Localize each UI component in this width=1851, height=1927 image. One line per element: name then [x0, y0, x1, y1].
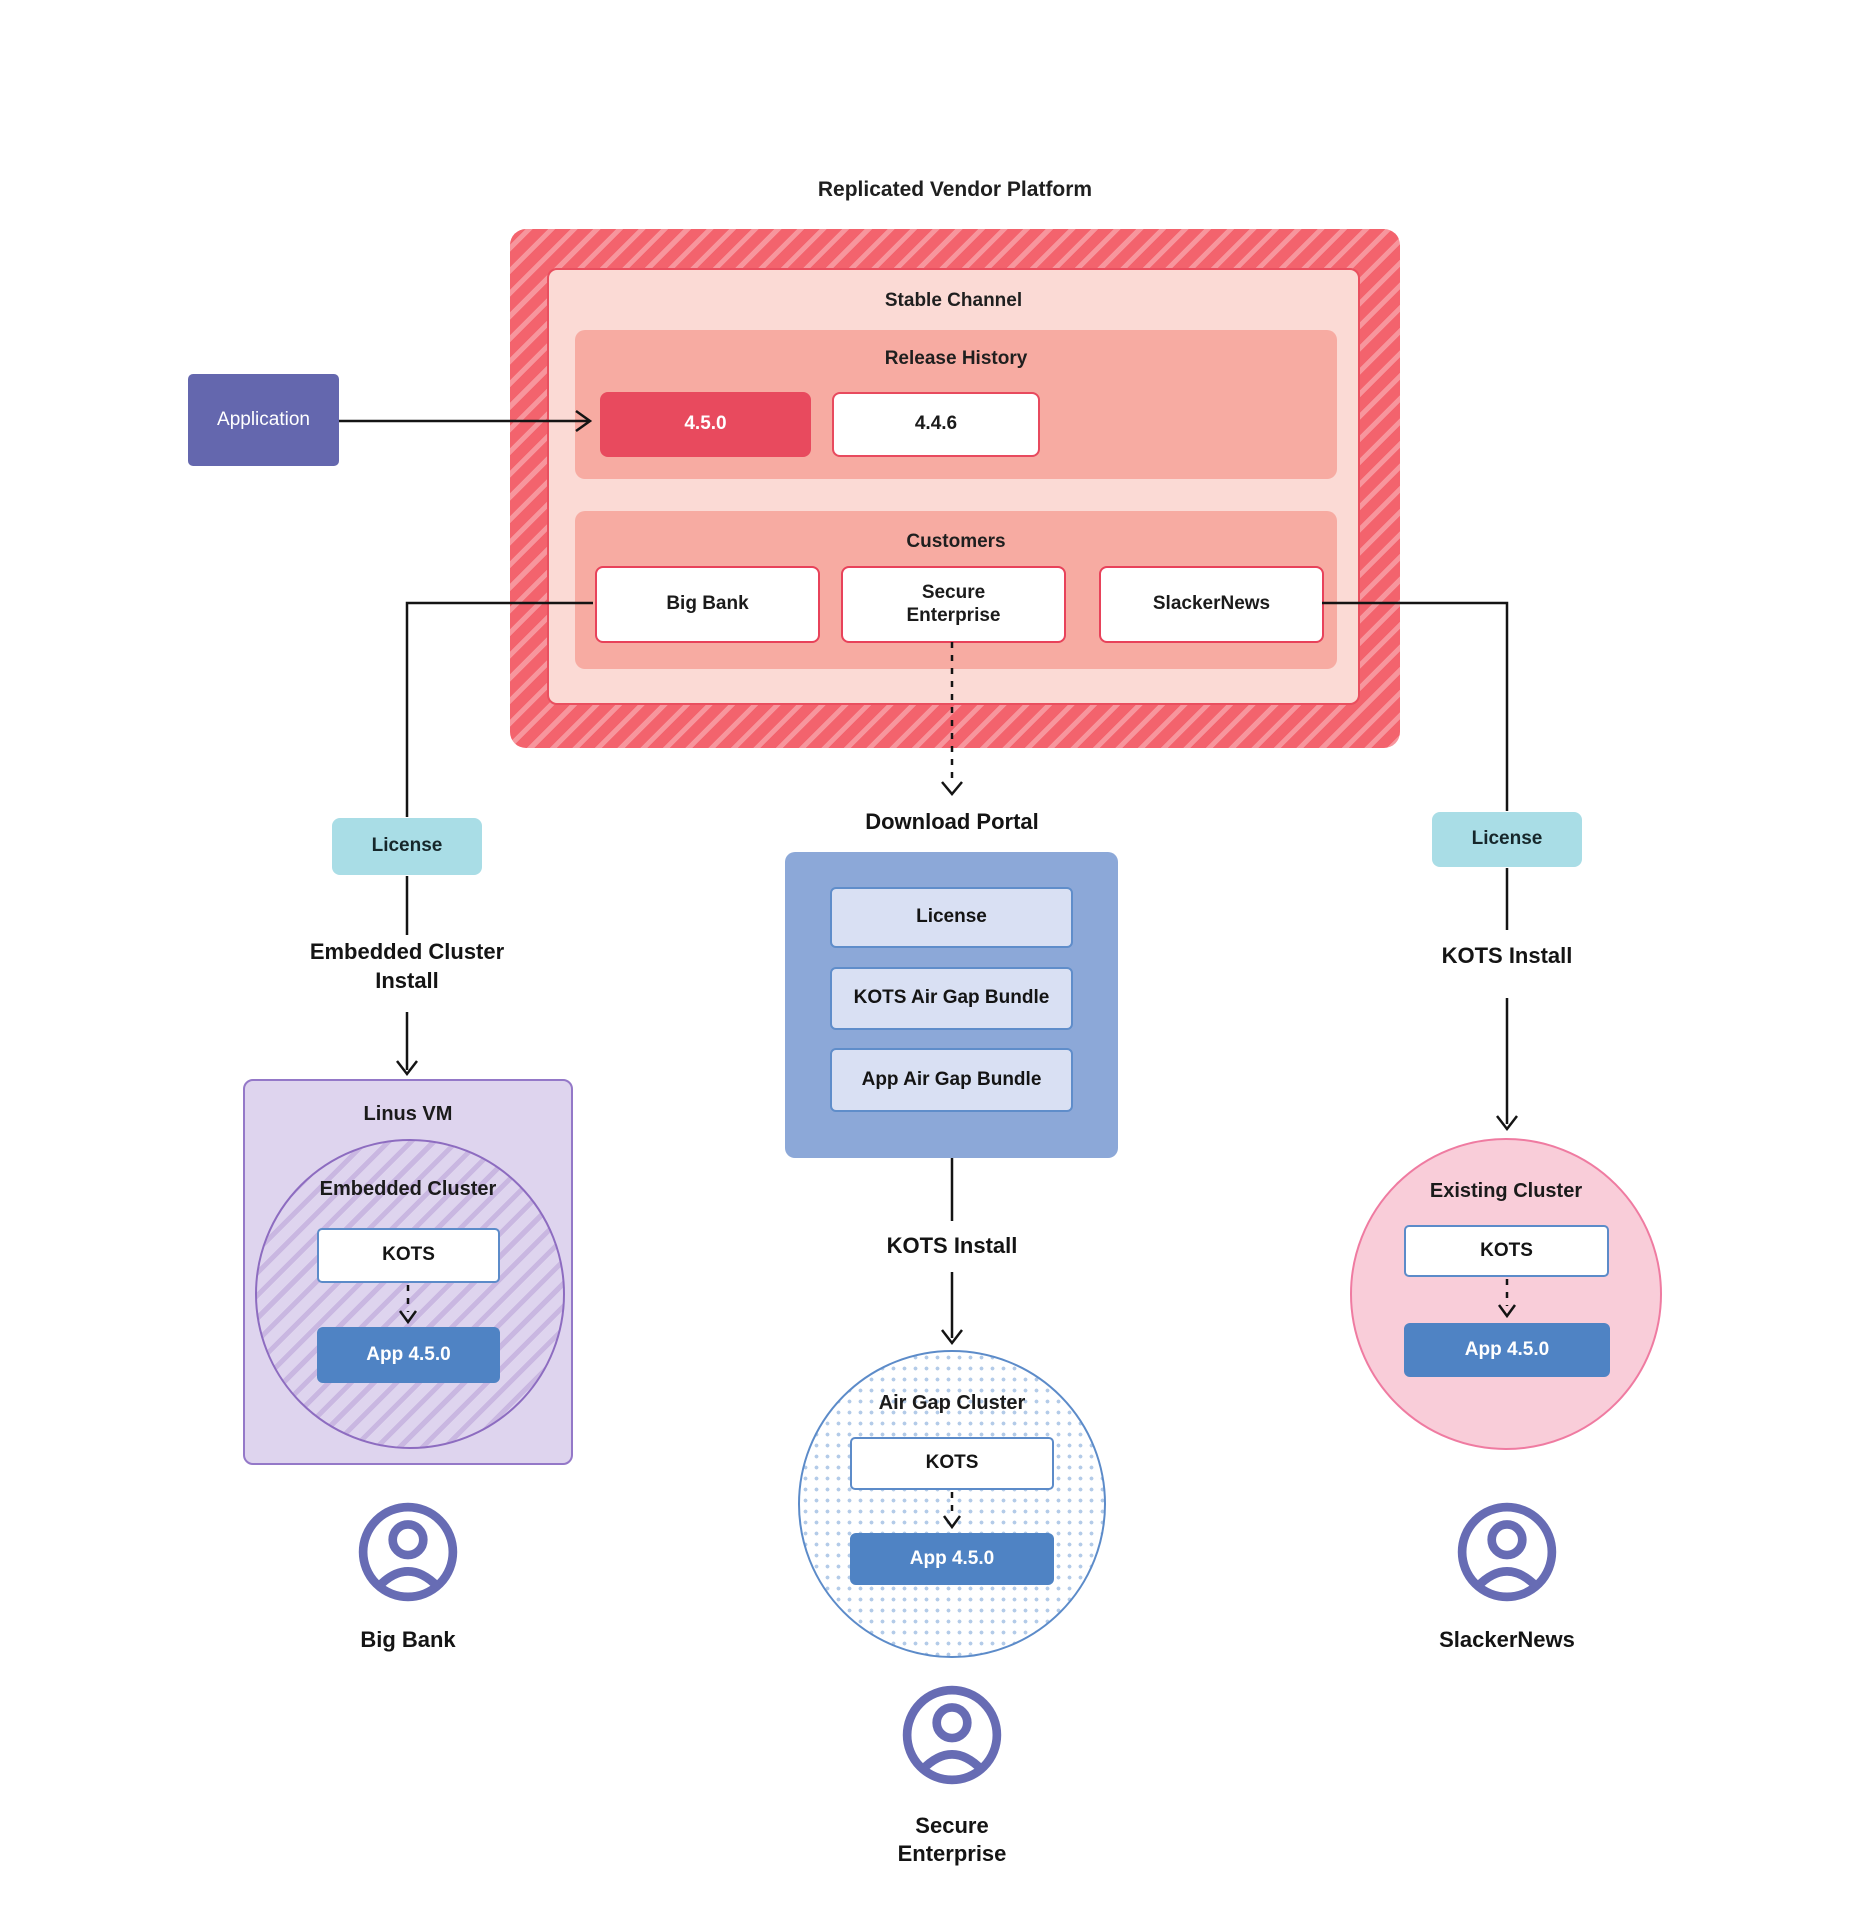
linus-vm-box: Linus VM: [243, 1079, 573, 1465]
application-box[interactable]: Application: [188, 374, 339, 466]
slackernews-avatar: [1456, 1501, 1558, 1603]
app-box-right[interactable]: App 4.5.0: [1404, 1323, 1610, 1377]
diagram-title: Replicated Vendor Platform: [817, 178, 1093, 201]
user-avatar-icon: [358, 1502, 458, 1602]
existing-cluster-label: Existing Cluster: [1429, 1180, 1583, 1202]
download-portal-label: Download Portal: [865, 809, 1039, 834]
kots-box-right[interactable]: KOTS: [1404, 1225, 1609, 1277]
customer-big-bank-box[interactable]: Big Bank: [595, 566, 820, 643]
customer-secure-enterprise-box[interactable]: Secure Enterprise: [841, 566, 1066, 643]
embedded-cluster-install-label: Embedded Cluster Install: [309, 939, 505, 993]
kots-box-left[interactable]: KOTS: [317, 1228, 500, 1283]
license-badge-left: License: [332, 818, 482, 875]
air-gap-cluster-label: Air Gap Cluster: [878, 1392, 1026, 1414]
portal-item-kots-bundle[interactable]: KOTS Air Gap Bundle: [830, 967, 1073, 1030]
portal-item-license[interactable]: License: [830, 887, 1073, 948]
release-history-label: Release History: [884, 348, 1028, 369]
release-450-box[interactable]: 4.5.0: [600, 392, 811, 457]
embedded-cluster-label: Embedded Cluster: [319, 1178, 497, 1200]
portal-item-app-bundle[interactable]: App Air Gap Bundle: [830, 1048, 1073, 1112]
linus-vm-label: Linus VM: [363, 1103, 453, 1125]
app-box-left[interactable]: App 4.5.0: [317, 1327, 500, 1383]
kots-install-label-middle: KOTS Install: [886, 1233, 1018, 1258]
customer-slackernews-box[interactable]: SlackerNews: [1099, 566, 1324, 643]
user-avatar-icon: [1457, 1502, 1557, 1602]
vendor-platform-box: Stable Channel Release History 4.5.0 4.4…: [510, 229, 1400, 748]
license-badge-right: License: [1432, 812, 1582, 867]
download-portal-box: License KOTS Air Gap Bundle App Air Gap …: [785, 852, 1118, 1158]
big-bank-label: Big Bank: [360, 1627, 456, 1652]
stable-channel-label: Stable Channel: [884, 290, 1023, 311]
release-history-panel: Release History 4.5.0 4.4.6: [575, 330, 1337, 479]
embedded-cluster-circle: [255, 1139, 565, 1449]
kots-box-middle[interactable]: KOTS: [850, 1437, 1054, 1490]
customers-label: Customers: [906, 531, 1006, 552]
slackernews-label: SlackerNews: [1439, 1627, 1575, 1652]
big-bank-avatar: [357, 1501, 459, 1603]
secure-enterprise-avatar: [901, 1684, 1003, 1786]
app-box-middle[interactable]: App 4.5.0: [850, 1533, 1054, 1585]
user-avatar-icon: [902, 1685, 1002, 1785]
stable-channel-panel: Stable Channel Release History 4.5.0 4.4…: [547, 268, 1360, 705]
release-446-box[interactable]: 4.4.6: [832, 392, 1040, 457]
secure-enterprise-label: Secure Enterprise: [897, 1813, 1007, 1866]
kots-install-label-right: KOTS Install: [1441, 943, 1573, 968]
customers-panel: Customers Big Bank Secure Enterprise Sla…: [575, 511, 1337, 669]
